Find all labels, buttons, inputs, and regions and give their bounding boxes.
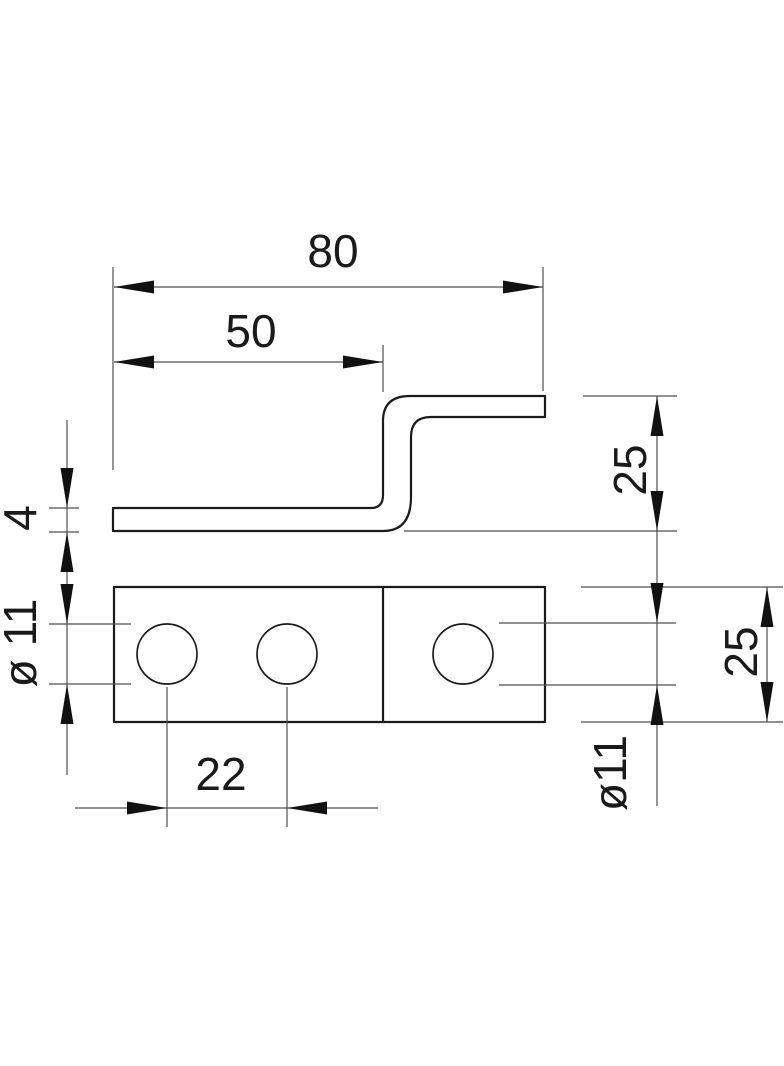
arrowhead-top	[760, 587, 774, 627]
plate-outline	[112, 585, 547, 724]
dim-offset-height-25: 25	[404, 395, 677, 806]
dim-overall-length-80: 80	[112, 225, 544, 470]
arrowhead-top	[650, 583, 664, 623]
arrowhead-left	[114, 355, 154, 369]
arrowhead-bottom	[650, 491, 664, 531]
arrowhead-left	[127, 801, 167, 815]
dim-sub-length-50: 50	[114, 305, 384, 392]
arrowhead-top	[650, 396, 664, 436]
arrowhead-right	[343, 355, 383, 369]
hole-middle	[256, 623, 318, 685]
arrowhead-bottom	[60, 684, 74, 724]
dim-plate-width-25: 25	[581, 586, 783, 723]
dim-hole-diameter-right: ø11	[499, 583, 676, 811]
arrowhead-bottom	[760, 682, 774, 722]
dim-50-label: 50	[225, 305, 276, 357]
arrowhead-bottom	[60, 532, 74, 572]
z-profile-outline	[111, 394, 547, 533]
arrowhead-right	[503, 280, 543, 294]
dim-dia11-right-label: ø11	[584, 735, 636, 811]
arrowhead-bottom	[650, 685, 664, 725]
dim-22-label: 22	[195, 748, 246, 800]
dim-hole-spacing-22: 22	[75, 687, 378, 827]
hole-right	[432, 623, 494, 685]
dim-4-label: 4	[0, 505, 46, 531]
dim-80-label: 80	[307, 225, 358, 277]
arrowhead-top	[60, 468, 74, 508]
dim-25-width-label: 25	[715, 626, 767, 677]
arrowhead-left	[114, 280, 154, 294]
hole-left	[136, 623, 198, 685]
arrowhead-top	[60, 584, 74, 624]
dim-dia11-left-label: ø 11	[0, 599, 46, 688]
side-view-z-profile	[111, 394, 547, 533]
arrowhead-right	[287, 801, 327, 815]
plan-view-plate	[112, 585, 547, 724]
dim-hole-diameter-left: ø 11	[0, 584, 131, 724]
dim-25-offset-label: 25	[604, 444, 656, 495]
